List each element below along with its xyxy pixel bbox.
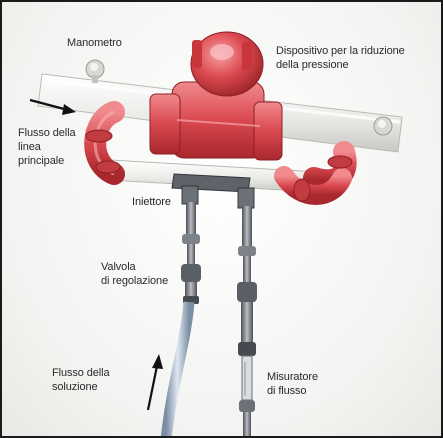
label-main-line-flow: Flusso della linea principale [18,126,76,168]
label-injector: Iniettore [132,195,171,209]
control-valve-assembly [181,202,201,304]
label-solution-flow: Flusso della soluzione [52,366,110,394]
injector-body [172,174,254,208]
left-red-elbow [86,112,120,174]
label-manometro: Manometro [67,36,122,50]
label-flow-meter: Misuratore di flusso [267,370,318,398]
right-gauge-knob [374,117,392,135]
pressure-reducing-device [150,32,282,160]
solution-hose [166,302,189,438]
solution-flow-arrow [148,354,163,410]
label-control-valve: Valvola di regolazione [101,260,168,288]
flow-meter-assembly [237,206,257,438]
label-pressure-device: Dispositivo per la riduzione della press… [276,44,405,72]
right-red-elbow [284,152,352,201]
